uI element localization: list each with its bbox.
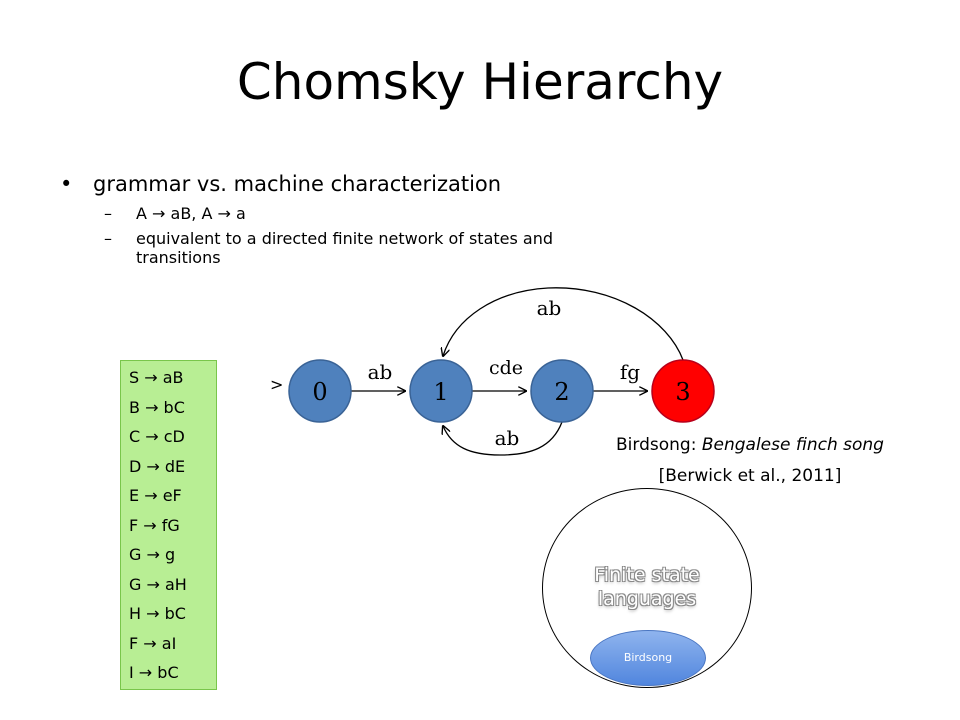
- state-3-label: 3: [675, 378, 690, 406]
- sub-bullet-text: A → aB, A → a: [136, 204, 246, 223]
- grammar-rule: G → g: [129, 545, 176, 564]
- sub-bullet-item: – A → aB, A → a: [60, 204, 560, 223]
- state-0-label: 0: [312, 378, 327, 406]
- state-0-node: [288, 359, 352, 423]
- grammar-rule: H → bC: [129, 604, 186, 623]
- grammar-rule: F → aI: [129, 633, 177, 653]
- grammar-rule: I → bC: [129, 663, 179, 682]
- state-2-label: 2: [554, 378, 569, 406]
- grammar-rule: S → aB: [129, 368, 184, 387]
- caption-species: Bengalese finch song: [701, 435, 884, 455]
- grammar-rule: E → eF: [129, 486, 182, 505]
- caption-prefix: Birdsong:: [616, 435, 702, 455]
- caption-line-1: Birdsong: Bengalese finch song: [580, 430, 920, 461]
- caption-citation: [Berwick et al., 2011]: [658, 466, 842, 486]
- sub-bullet-text: equivalent to a directed finite network …: [136, 229, 554, 267]
- transition-2-3-label: fg: [620, 360, 640, 384]
- sub-bullet-item: – equivalent to a directed finite networ…: [60, 229, 560, 267]
- transition-3-1-arrow: [443, 287, 684, 361]
- state-1-node: [409, 359, 473, 423]
- finite-state-languages-label: Finite state languages: [594, 564, 700, 610]
- grammar-rule: B → bC: [129, 397, 185, 417]
- grammar-rule: D → dE: [129, 456, 186, 476]
- start-state-marker: >: [270, 375, 283, 394]
- grammar-rule: G → aH: [129, 574, 187, 594]
- dash-icon: –: [104, 204, 112, 223]
- grammar-rules-box: S → aB B → bC C → cD D → dE E → eF F → f…: [120, 360, 217, 690]
- transition-0-1-label: ab: [368, 360, 393, 384]
- transition-1-2-label: cde: [489, 357, 523, 379]
- birdsong-ellipse: Birdsong: [590, 630, 706, 686]
- birdsong-caption: Birdsong: Bengalese finch song [Berwick …: [580, 430, 920, 492]
- grammar-rule: F → fG: [129, 515, 180, 535]
- state-1-label: 1: [433, 378, 448, 406]
- bullet-item: • grammar vs. machine characterization: [60, 170, 560, 198]
- transition-2-1-label: ab: [495, 426, 520, 450]
- grammar-rule: C → cD: [129, 427, 185, 446]
- bullet-icon: •: [60, 172, 73, 196]
- state-3-node: [651, 359, 715, 423]
- bullet-text: grammar vs. machine characterization: [93, 172, 502, 196]
- state-2-node: [530, 359, 594, 423]
- transition-2-1-arrow: [443, 421, 563, 456]
- transition-3-1-label: ab: [537, 296, 562, 320]
- slide-title: Chomsky Hierarchy: [236, 53, 724, 111]
- dash-icon: –: [104, 229, 112, 248]
- bullet-list: • grammar vs. machine characterization –…: [60, 170, 560, 267]
